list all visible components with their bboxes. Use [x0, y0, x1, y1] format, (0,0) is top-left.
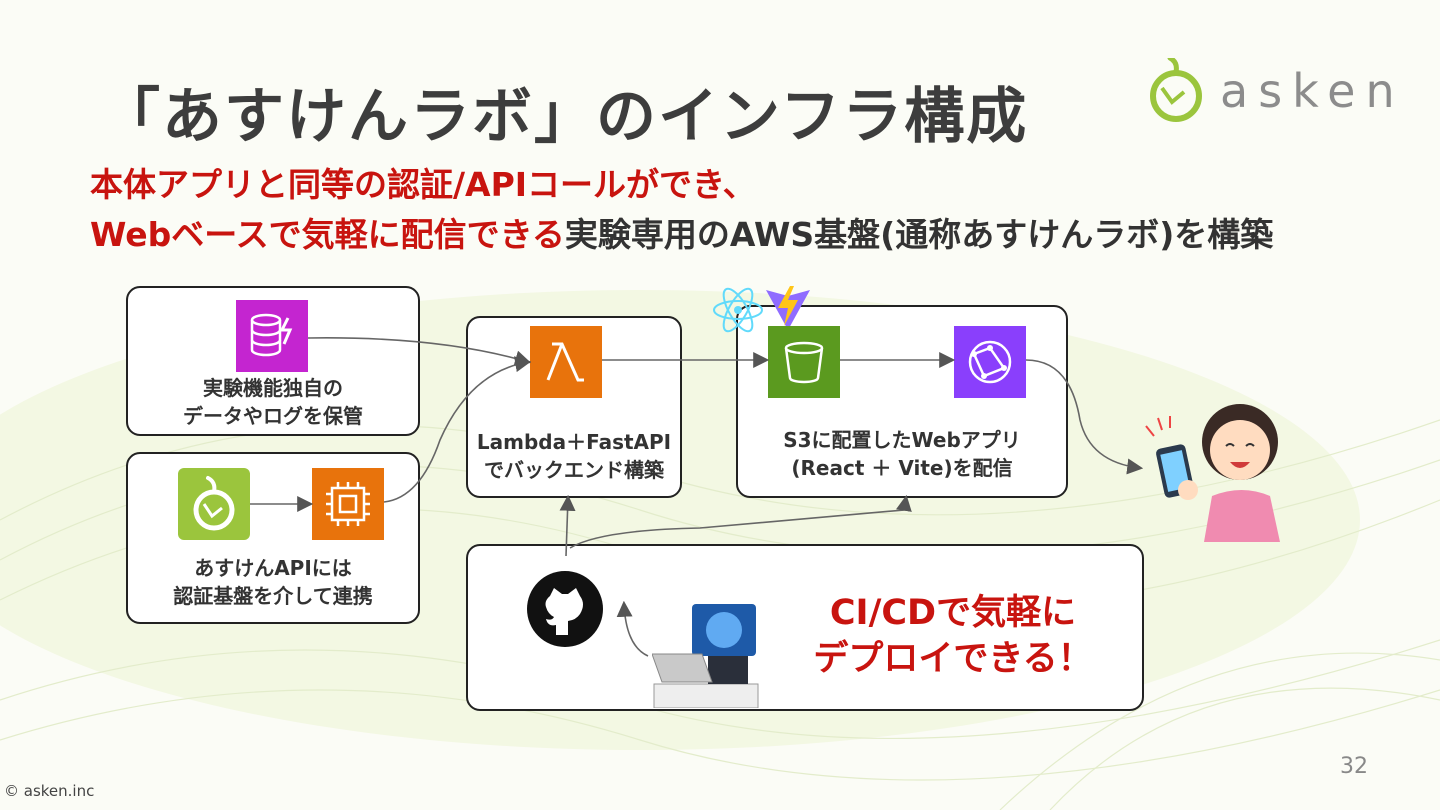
data-store-label-line-2: データやログを保管 [183, 404, 363, 428]
cicd-message-line-1: CI/CDで気軽に [829, 593, 1077, 633]
dynamodb-icon [236, 300, 308, 372]
copyright: © asken.inc [4, 782, 95, 800]
lambda-label-line-1: Lambda＋FastAPI [476, 430, 672, 454]
s3-bucket-icon [768, 326, 840, 398]
web-hosting-label-line-2: (React ＋ Vite)を配信 [791, 456, 1013, 480]
vite-icon [766, 286, 810, 330]
apple-logo-icon [1150, 58, 1202, 122]
slide-title: 「あすけんラボ」のインフラ構成 [100, 82, 1029, 152]
react-icon [713, 287, 763, 333]
page-number: 32 [1340, 754, 1368, 779]
subtitle-line-2-rest: 実験専用のAWS基盤(通称あすけんラボ)を構築 [564, 215, 1274, 254]
web-hosting-label-line-1: S3に配置したWebアプリ [783, 428, 1021, 452]
lambda-label: Lambda＋FastAPI でバックエンド構築 [468, 428, 680, 484]
lambda-icon [530, 326, 602, 398]
cloudfront-icon [954, 326, 1026, 398]
github-icon [527, 571, 603, 647]
api-integration-label-line-2: 認証基盤を介して連携 [173, 584, 373, 608]
logo-text: asken [1220, 64, 1405, 118]
cicd-message: CI/CDで気軽に デプロイできる！ [808, 590, 1098, 682]
cicd-message-line-2: デプロイできる！ [813, 639, 1093, 679]
ec2-icon [312, 468, 384, 540]
api-integration-label-line-1: あすけんAPIには [194, 556, 352, 580]
subtitle-line-2: Webベースで気軽に配信できる実験専用のAWS基盤(通称あすけんラボ)を構築 [90, 208, 1273, 256]
ai-developer-icon [652, 604, 759, 708]
smartphone-user-icon [1145, 404, 1280, 542]
data-store-label-line-1: 実験機能独自の [203, 376, 343, 400]
asken-app-icon [178, 468, 250, 540]
data-store-label: 実験機能独自の データやログを保管 [130, 374, 416, 430]
subtitle-line-1: 本体アプリと同等の認証/APIコールができ、 [90, 165, 756, 204]
api-integration-label: あすけんAPIには 認証基盤を介して連携 [130, 554, 416, 610]
asken-logo: asken [1148, 58, 1395, 128]
web-hosting-label: S3に配置したWebアプリ (React ＋ Vite)を配信 [738, 426, 1066, 482]
lambda-label-line-2: でバックエンド構築 [484, 458, 664, 482]
subtitle-line-2-highlight: Webベースで気軽に配信できる [90, 215, 565, 254]
